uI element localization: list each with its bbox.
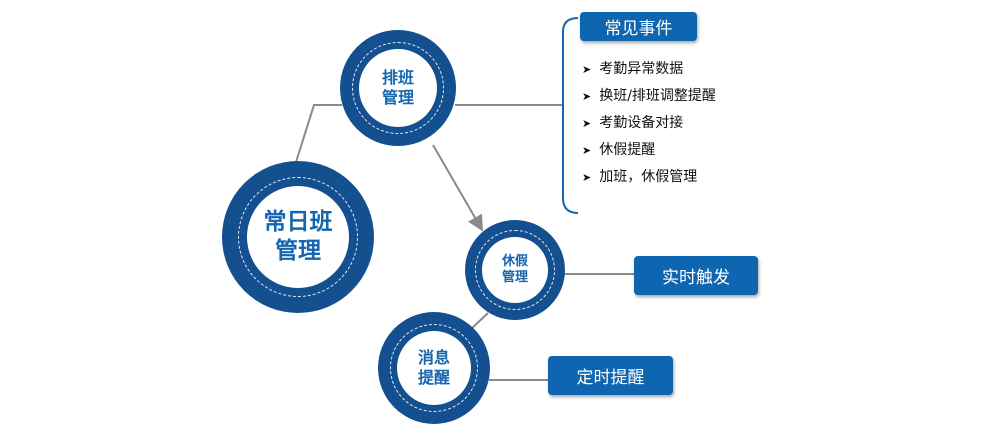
node-label: 休假: [501, 253, 528, 269]
node-label: 管理: [275, 238, 321, 264]
list-item-label: 休假提醒: [599, 142, 656, 158]
arrow-bullet-icon: ➤: [582, 144, 592, 157]
node-label: 管理: [501, 270, 528, 285]
arrow-bullet-icon: ➤: [582, 90, 592, 103]
node-label: 消息: [417, 348, 450, 367]
node-label: 常日班: [263, 209, 333, 236]
node-label: 提醒: [417, 368, 450, 387]
node-message-reminder: 消息提醒: [378, 312, 490, 424]
events-bracket: [562, 17, 579, 214]
node-leave-management: 休假管理: [465, 220, 565, 320]
list-item-label: 考勤设备对接: [599, 115, 684, 131]
arrow-bullet-icon: ➤: [582, 63, 592, 76]
node-label: 排班: [381, 68, 414, 87]
list-item: ➤ 休假提醒: [582, 139, 655, 159]
list-item: ➤ 考勤设备对接: [582, 112, 683, 132]
arrow-bullet-icon: ➤: [582, 171, 592, 184]
node-shift-management: 排班管理: [340, 30, 456, 146]
list-item-label: 加班，休假管理: [599, 169, 698, 185]
arrow-shift-leave: [432, 144, 484, 232]
scheduled-reminder-box: 定时提醒: [548, 356, 673, 395]
realtime-trigger-box: 实时触发: [634, 256, 758, 295]
node-label: 管理: [381, 88, 414, 107]
arrow-bullet-icon: ➤: [582, 117, 592, 130]
list-item: ➤ 换班/排班调整提醒: [582, 85, 716, 105]
common-events-title: 常见事件: [580, 12, 697, 41]
list-item-label: 考勤异常数据: [599, 61, 684, 77]
list-item: ➤ 加班，休假管理: [582, 166, 697, 186]
list-item-label: 换班/排班调整提醒: [599, 88, 716, 104]
line-daily-shift: [295, 104, 342, 163]
list-item: ➤ 考勤异常数据: [582, 58, 683, 78]
node-daily-management: 常日班管理: [222, 161, 374, 313]
